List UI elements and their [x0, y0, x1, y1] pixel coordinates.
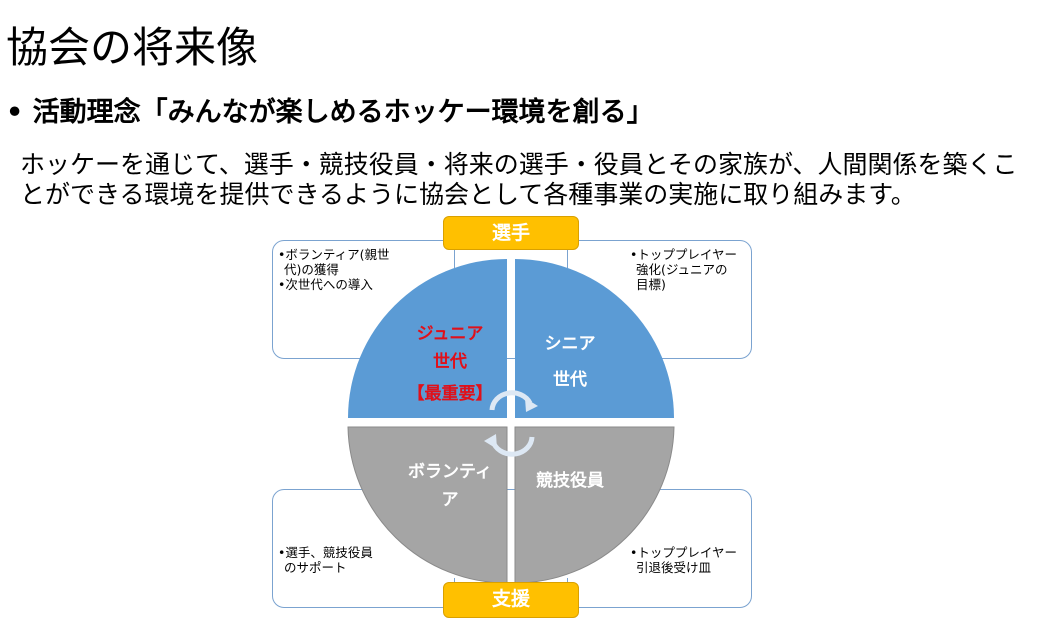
note-line: 強化(ジュニアの: [636, 262, 728, 277]
note-line: •ボランティア(親世: [278, 247, 390, 262]
junior-segment: [348, 259, 507, 418]
cycle-arrow-top-icon: [489, 390, 533, 411]
note-line: 代)の獲得: [284, 262, 339, 277]
note-line: •トッププレイヤー: [630, 545, 737, 560]
top-connector: [454, 240, 568, 268]
note-line: のサポート: [284, 560, 347, 575]
volunteer-line: ア: [441, 490, 459, 510]
top-notes-box: [272, 240, 752, 359]
note-bottom-left: •選手、競技役員 のサポート: [278, 545, 373, 575]
senior-label: シニア 世代: [520, 330, 620, 394]
officials-segment: [514, 426, 675, 584]
volunteer-line: ボランティ: [408, 462, 492, 482]
officials-label: 競技役員: [536, 471, 604, 491]
players-label: 選手: [443, 216, 579, 250]
note-line: 引退後受け皿: [636, 560, 712, 575]
arrow-head-icon: [525, 398, 538, 412]
support-label: 支援: [443, 582, 579, 618]
principle-bullet: • 活動理念「みんなが楽しめるホッケー環境を創る」: [6, 97, 654, 128]
note-bottom-right: •トッププレイヤー 引退後受け皿: [630, 545, 737, 575]
note-line: •トッププレイヤー: [630, 247, 737, 262]
note-line: •次世代への導入: [278, 277, 373, 292]
note-line: 目標): [636, 277, 666, 292]
note-top-right: •トッププレイヤー 強化(ジュニアの 目標): [630, 247, 737, 292]
description-text: ホッケーを通じて、選手・競技役員・将来の選手・役員とその家族が、人間関係を築くこ…: [20, 150, 1018, 209]
cycle-arrow-bottom-icon: [491, 436, 535, 457]
volunteer-label: ボランティ ア: [395, 458, 505, 514]
priority-label: 【最重要】: [407, 384, 493, 404]
junior-line: ジュニア: [416, 324, 484, 344]
note-top-left: •ボランティア(親世 代)の獲得 •次世代への導入: [278, 247, 390, 292]
senior-line: 世代: [553, 370, 587, 390]
junior-label: ジュニア 世代 【最重要】: [395, 320, 505, 408]
senior-segment: [515, 259, 674, 418]
note-line: •選手、競技役員: [278, 545, 373, 560]
senior-line: シニア: [544, 334, 596, 354]
junior-line: 世代: [433, 352, 467, 372]
arrow-head-icon: [484, 434, 497, 449]
page-title: 協会の将来像: [6, 23, 259, 72]
